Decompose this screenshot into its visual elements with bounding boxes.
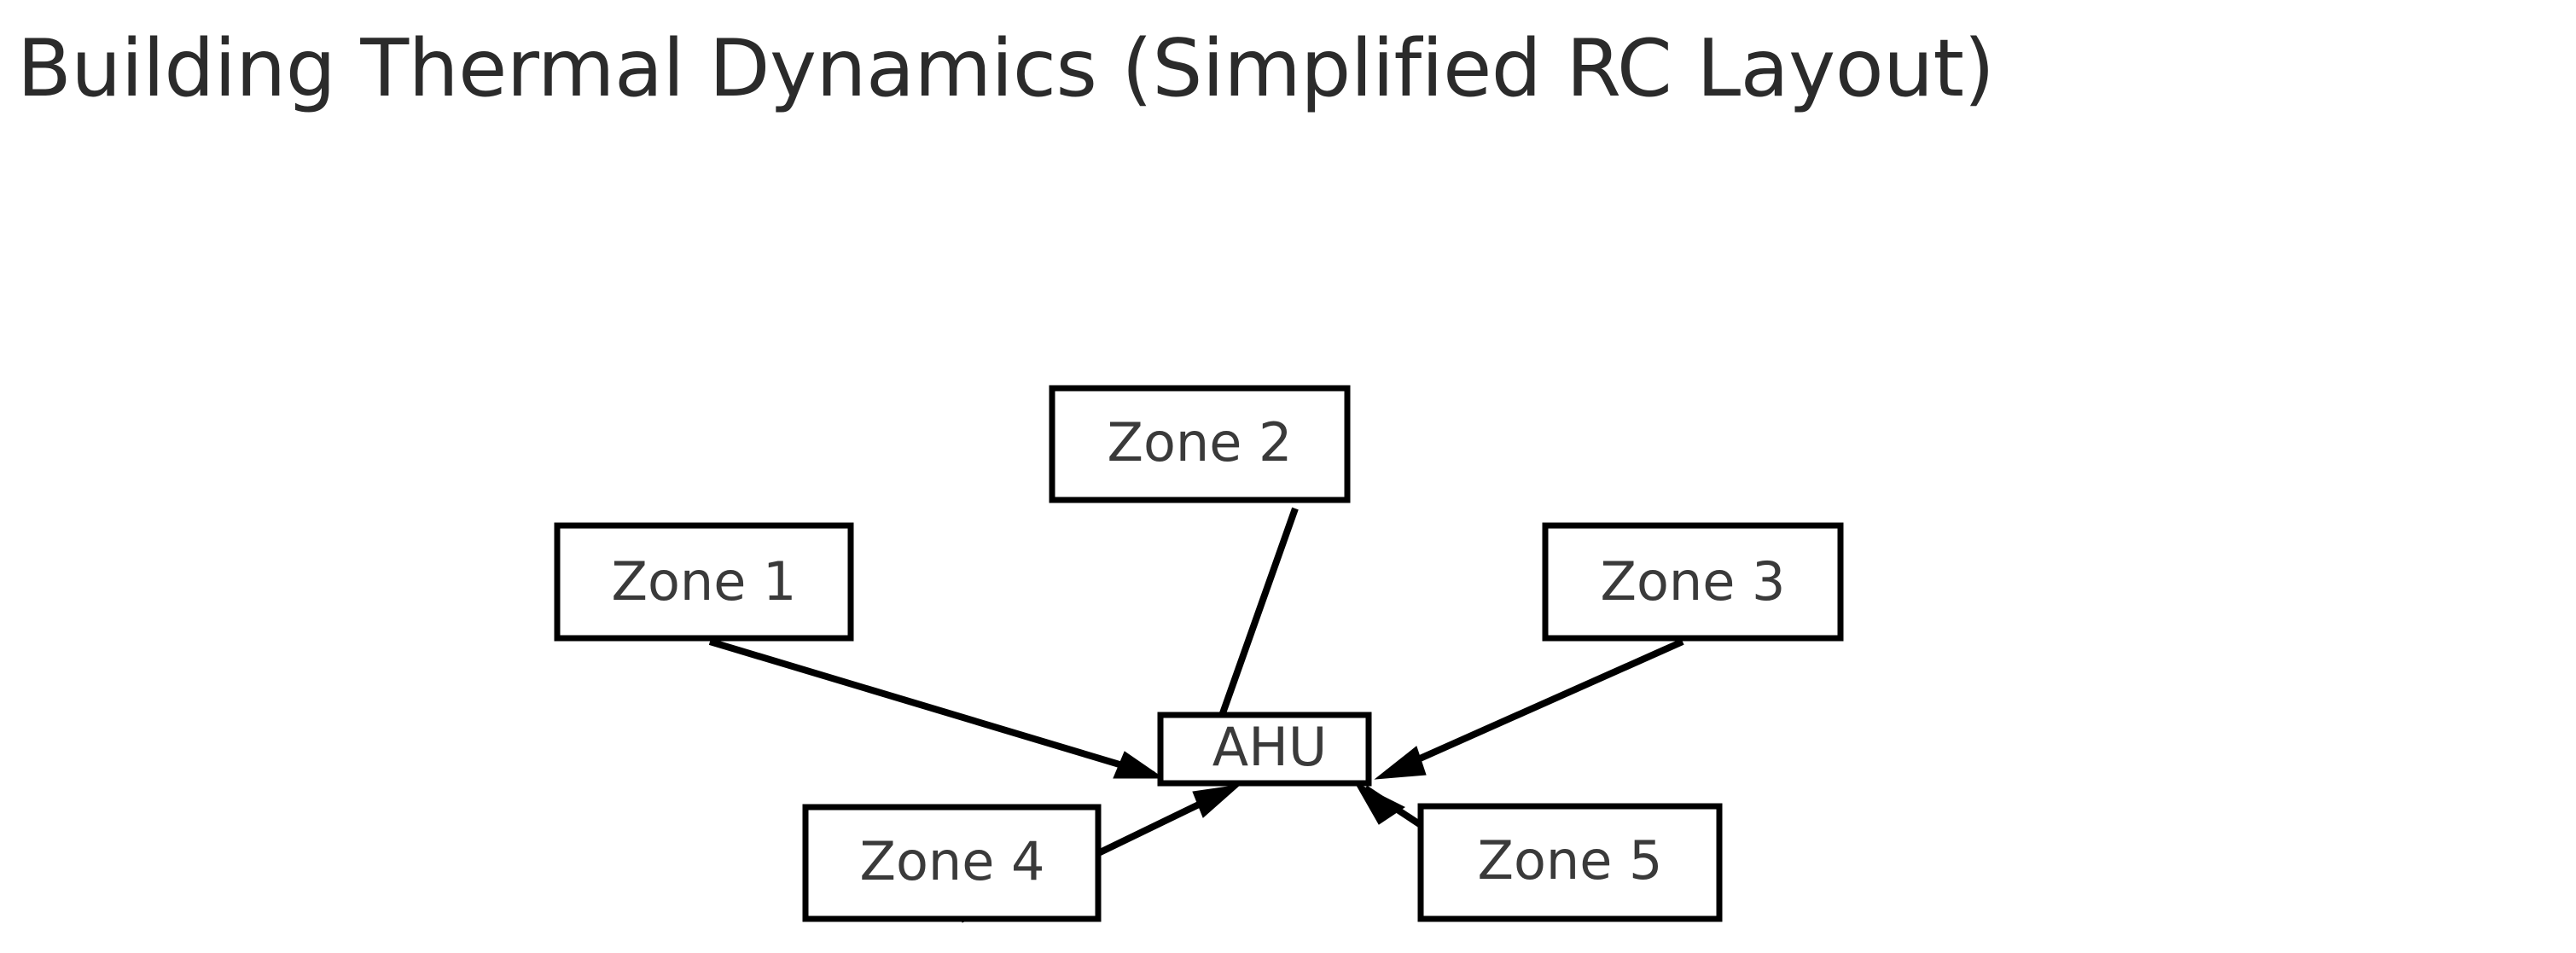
node-box[interactable] <box>554 522 854 642</box>
arrowhead-icon <box>1113 751 1165 779</box>
node-box[interactable] <box>802 804 1102 922</box>
arrowhead-icon <box>1192 784 1241 818</box>
node-zone2[interactable]: Zone 2 <box>1049 385 1351 503</box>
node-label: Zone 1 <box>612 550 797 613</box>
node-box[interactable] <box>1049 385 1351 503</box>
node-zone3[interactable]: Zone 3 <box>1542 522 1844 642</box>
edge-line <box>1386 638 1684 776</box>
node-label: Zone 5 <box>1478 829 1663 892</box>
page-title: Building Thermal Dynamics (Simplified RC… <box>17 22 1995 114</box>
node-zone1[interactable]: Zone 1 <box>554 522 854 642</box>
edge-line <box>708 638 1155 778</box>
node-label: Zone 2 <box>1108 411 1293 474</box>
node-zone4[interactable]: Zone 4 <box>802 804 1102 922</box>
arrowhead-icon <box>1353 781 1405 825</box>
arrowhead-icon <box>1374 746 1427 780</box>
node-box[interactable] <box>1417 803 1723 922</box>
edge-zone1-to-ahu <box>708 638 1165 779</box>
node-ahu[interactable]: AHU <box>1157 712 1372 787</box>
node-zone5[interactable]: Zone 5 <box>1417 803 1723 922</box>
node-label: AHU <box>1212 716 1327 778</box>
edge-zone3-to-ahu <box>1374 638 1684 780</box>
node-box[interactable] <box>1542 522 1844 642</box>
node-label: Zone 3 <box>1601 550 1786 613</box>
node-label: Zone 4 <box>860 830 1045 892</box>
node-box[interactable] <box>1157 712 1372 787</box>
